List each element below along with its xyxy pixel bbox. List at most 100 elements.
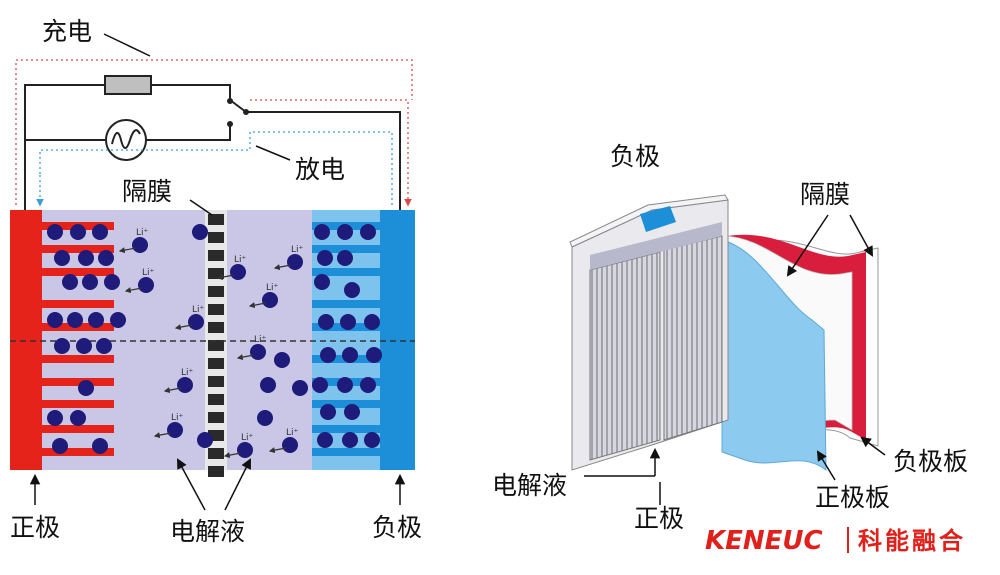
stack-band	[590, 222, 722, 270]
lithium-ion	[364, 432, 380, 448]
ion-motion-arrow	[223, 452, 242, 459]
lithium-ion	[230, 264, 246, 280]
ion-motion-arrow	[124, 287, 143, 294]
power-source	[105, 119, 147, 161]
lithium-ion	[274, 352, 290, 368]
lithium-ion	[337, 377, 353, 393]
lithium-ion	[337, 250, 353, 266]
ion-label: Li⁺	[241, 433, 254, 443]
plate-lines-right	[663, 235, 723, 441]
ion-motion-arrow	[118, 247, 137, 254]
negative-plate-label: 负极板	[893, 447, 968, 476]
separator-block	[208, 250, 224, 261]
lithium-ion	[250, 344, 266, 360]
negative-label-left: 负极	[372, 513, 422, 542]
lithium-ion	[47, 410, 63, 426]
positive-finger	[42, 245, 114, 253]
lithium-ion	[364, 314, 380, 330]
positive-finger	[42, 448, 114, 456]
negative-finger	[312, 300, 380, 308]
discharge-leader-line	[255, 145, 291, 161]
discharge-label: 放电	[295, 155, 345, 184]
lithium-ion	[314, 224, 330, 240]
ion-motion-arrow	[236, 354, 255, 361]
lithium-ion	[188, 314, 204, 330]
negative-electrode	[380, 210, 415, 470]
separator-leader-line	[189, 199, 213, 216]
ion-label: Li⁺	[291, 245, 304, 255]
negative-finger	[312, 245, 380, 253]
lithium-ion	[340, 314, 356, 330]
negative-plate-leader	[860, 436, 886, 456]
separator-label-left: 隔膜	[122, 177, 172, 206]
left-cell-diagram: Li⁺Li⁺Li⁺Li⁺Li⁺Li⁺Li⁺Li⁺Li⁺Li⁺Li⁺ 充电 放电	[10, 17, 422, 546]
logo-chinese-text: 科能融合	[858, 527, 966, 555]
lithium-ion	[317, 432, 333, 448]
lithium-ion	[78, 380, 94, 396]
positive-plate-label: 正极板	[815, 483, 890, 512]
positive-finger	[42, 355, 114, 363]
power-source-wave	[111, 129, 141, 149]
lithium-ion	[47, 224, 63, 240]
lithium-ion	[47, 312, 63, 328]
ion-motion-arrow	[248, 302, 267, 309]
lithium-ion	[67, 312, 83, 328]
separator-block	[208, 340, 224, 351]
positive-label-right: 正极	[634, 504, 684, 533]
lithium-ion	[167, 422, 183, 438]
lithium-ion	[104, 274, 120, 290]
positive-finger	[42, 268, 114, 276]
lithium-ion	[78, 250, 94, 266]
lithium-ion	[237, 442, 253, 458]
lithium-ion	[292, 380, 308, 396]
lithium-ion	[257, 410, 273, 426]
separator-block	[208, 412, 224, 423]
lithium-ion	[82, 274, 98, 290]
lithium-ion	[342, 432, 358, 448]
lithium-ion	[320, 404, 336, 420]
lithium-ion	[317, 250, 333, 266]
positive-finger	[42, 378, 114, 386]
lithium-ion	[98, 250, 114, 266]
positive-finger	[42, 425, 114, 433]
lithium-ion	[88, 312, 104, 328]
negative-finger	[312, 400, 380, 408]
lithium-ion	[138, 277, 154, 293]
separator-block	[208, 358, 224, 369]
separator-block	[208, 376, 224, 387]
charge-label: 充电	[42, 17, 92, 46]
electrolyte-label-left: 电解液	[170, 517, 245, 546]
separator-block	[208, 286, 224, 297]
switch-contact-top	[227, 98, 233, 104]
plate-lines-left	[589, 251, 661, 461]
ion-motion-arrow	[268, 447, 287, 454]
positive-finger	[42, 300, 114, 308]
ion-label: Li⁺	[192, 305, 205, 315]
circuit-bottom-wire	[25, 125, 231, 141]
lithium-ion	[76, 338, 92, 354]
resistor	[104, 75, 152, 95]
lithium-ion	[314, 274, 330, 290]
positive-electrode	[10, 210, 42, 470]
switch-pivot	[243, 109, 249, 115]
electrode-stack-top	[569, 194, 729, 248]
ion-motion-arrow	[163, 387, 182, 394]
negative-tab	[640, 206, 676, 232]
ion-motion-arrow	[273, 264, 292, 271]
lithium-ion	[260, 377, 276, 393]
separator-block	[208, 466, 224, 477]
ion-label: Li⁺	[266, 283, 279, 293]
separator-block	[208, 232, 224, 243]
right-cell-diagram: 负极 隔膜 电解液 正极 负极板 正极板	[492, 142, 968, 533]
external-circuit	[24, 84, 401, 210]
ion-motion-arrow	[174, 324, 193, 331]
circuit-right-wire	[246, 111, 401, 210]
lithium-ion	[360, 224, 376, 240]
lithium-ion	[344, 282, 360, 298]
lithium-ion	[197, 432, 213, 448]
switch-contact-bottom	[227, 121, 233, 127]
lithium-ion	[54, 338, 70, 354]
separator-block	[208, 214, 224, 225]
